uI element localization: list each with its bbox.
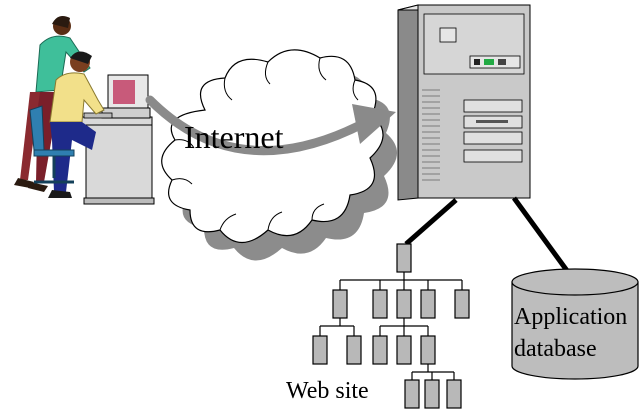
server-to-site-line [404,198,458,246]
tree-node [396,243,412,273]
database-cylinder-icon [511,268,639,380]
tree-node [420,335,436,365]
database-label-line2: database [514,336,597,362]
site-tree-nodes [312,243,470,409]
tree-node [454,289,470,319]
database-label-line1: Application [514,304,627,330]
people-at-computer-icon [14,16,155,205]
tree-node [372,289,388,319]
tree-node [396,289,412,319]
tree-node [372,335,388,365]
tree-node [420,289,436,319]
tree-node [396,335,412,365]
internet-label: Internet [184,119,284,155]
internet-cloud [161,49,398,261]
tree-node [424,379,440,409]
web-site-label: Web site [286,378,369,404]
server-to-db-line [511,196,571,274]
site-tree-icon [319,272,463,380]
tree-node [332,289,348,319]
connection-arrow [145,95,396,156]
tree-node [446,379,462,409]
tree-node [312,335,328,365]
tree-node [404,379,420,409]
server-tower-icon [397,4,531,201]
tree-node [346,335,362,365]
